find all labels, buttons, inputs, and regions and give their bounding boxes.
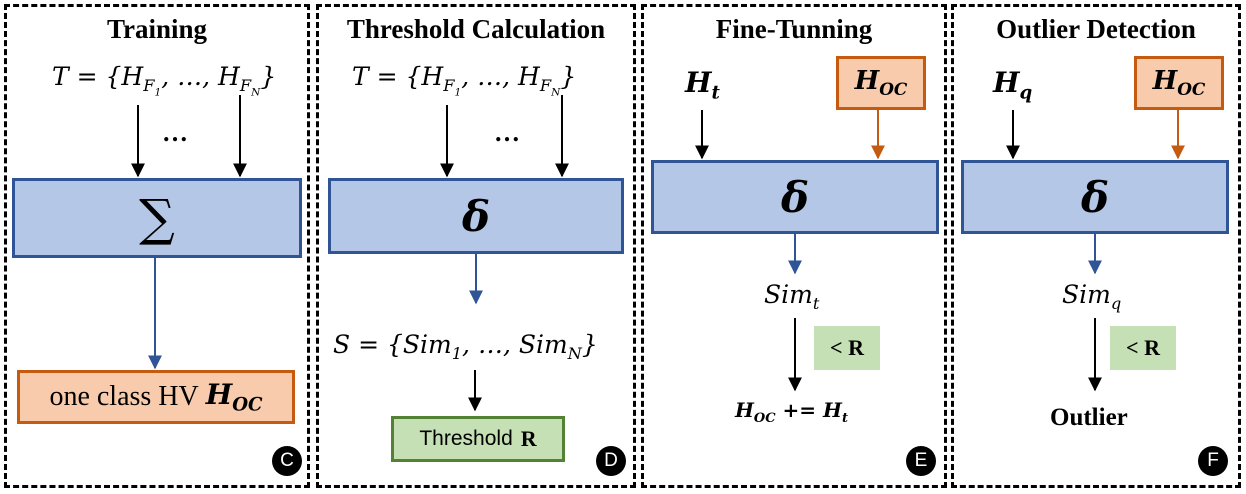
panel-f-sim: Simq: [1062, 280, 1122, 313]
panel-c-title: Training: [106, 14, 208, 44]
hv-var: HOC: [1152, 66, 1206, 100]
threshold-text: Threshold: [419, 427, 513, 450]
result-text: one class HV: [49, 381, 199, 412]
threshold-var: R: [520, 426, 537, 451]
panel-e-input-var: Ht: [685, 66, 720, 104]
panel-outlier-detection: [951, 4, 1241, 488]
panel-f-delta-box: δ: [961, 160, 1229, 234]
delta-symbol: δ: [461, 191, 490, 241]
panel-d-title: Threshold Calculation: [346, 14, 606, 44]
panel-c-set-formula: T = {HF1, …, HFN}: [52, 62, 277, 99]
panel-e-delta-box: δ: [651, 160, 939, 234]
panel-c-sum-box: ∑: [12, 178, 302, 258]
panel-d-set-formula: T = {HF1, …, HFN}: [352, 62, 577, 99]
panel-d-threshold-box: Threshold R: [391, 416, 565, 462]
panel-f-input-var: Hq: [993, 66, 1033, 104]
panel-e-title: Fine-Tunning: [715, 14, 873, 44]
panel-fine-tuning: [641, 4, 947, 488]
panel-c-ellipsis: …: [162, 118, 188, 147]
sum-symbol: ∑: [139, 189, 175, 247]
badge-e: E: [906, 446, 936, 476]
panel-e-hv-box: HOC: [836, 56, 926, 110]
panel-d-ellipsis: …: [494, 118, 520, 147]
delta-symbol: δ: [780, 172, 809, 222]
badge-f: F: [1198, 446, 1228, 476]
panel-threshold-calculation: [316, 4, 636, 488]
panel-d-delta-box: δ: [328, 178, 624, 254]
badge-c: C: [272, 446, 302, 476]
panel-d-sim-set: S = {Sim1, …, SimN}: [333, 330, 598, 363]
panel-f-cond-box: < R: [1110, 326, 1176, 370]
cond-text: < R: [830, 335, 864, 360]
panel-e-update: HOC += Ht: [735, 398, 848, 426]
panel-f-hv-box: HOC: [1134, 56, 1224, 110]
delta-symbol: δ: [1080, 172, 1109, 222]
panel-c-result-box: one class HV HOC: [17, 370, 295, 424]
panel-f-result: Outlier: [1050, 404, 1128, 431]
hv-var: HOC: [854, 66, 908, 100]
result-var: HOC: [205, 378, 263, 416]
panel-f-title: Outlier Detection: [996, 14, 1196, 44]
panel-e-cond-box: < R: [814, 326, 880, 370]
cond-text: < R: [1126, 335, 1160, 360]
badge-d: D: [596, 446, 626, 476]
panel-e-sim: Simt: [764, 280, 820, 313]
panel-training: [4, 4, 310, 488]
